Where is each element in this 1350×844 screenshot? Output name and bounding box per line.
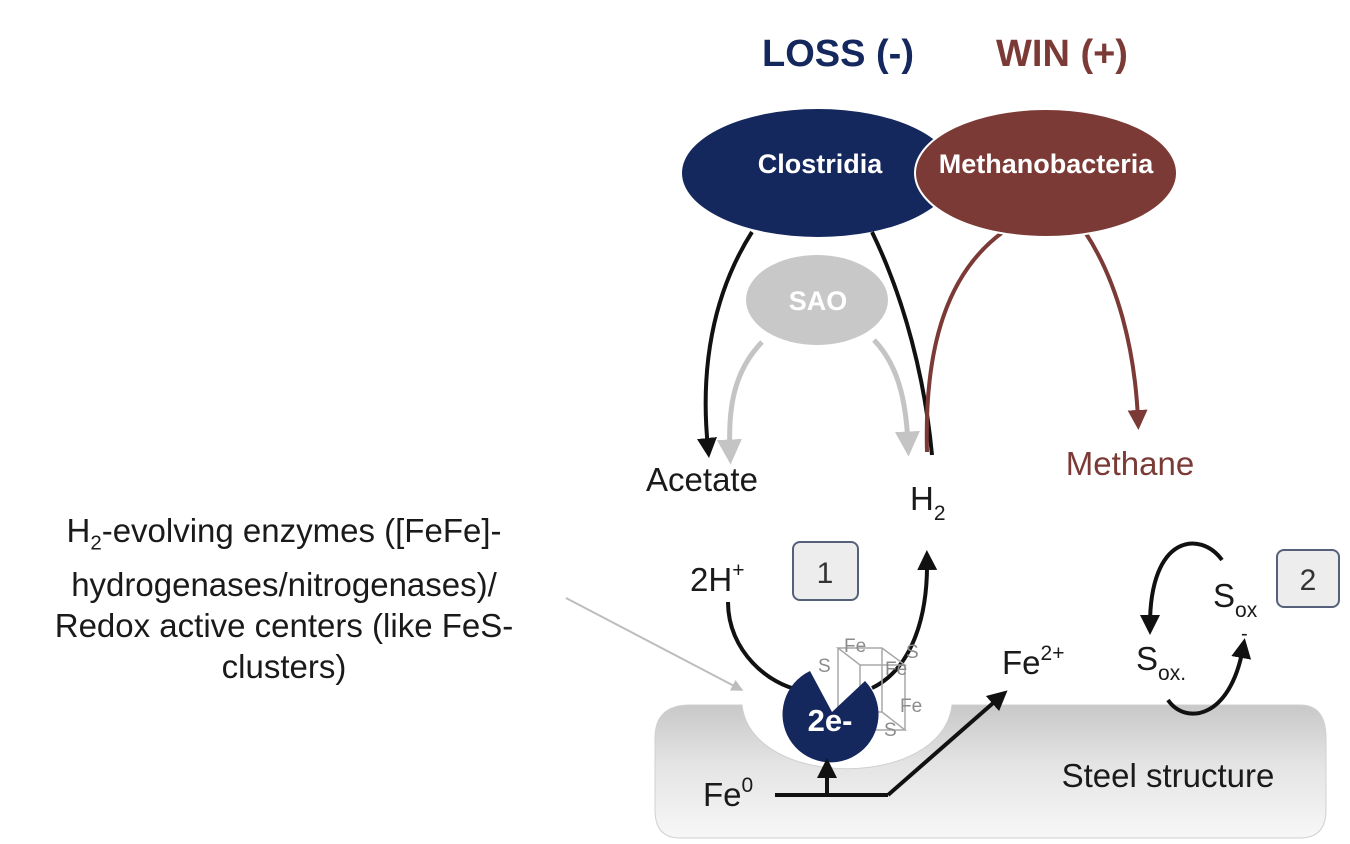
steel-label: Steel structure bbox=[1062, 757, 1275, 794]
step-box-2-label: 2 bbox=[1300, 564, 1317, 597]
cluster-atom: Fe bbox=[885, 659, 907, 680]
clostridia-ellipse bbox=[682, 109, 954, 237]
annotation-pointer bbox=[565, 597, 744, 691]
methane-label: Methane bbox=[1066, 445, 1194, 482]
enzyme-shape bbox=[782, 671, 879, 763]
sao-ellipse bbox=[746, 255, 888, 345]
clostridia-label: Clostridia bbox=[758, 149, 884, 179]
fe0-label: Fe0 bbox=[703, 774, 753, 813]
sao-label: SAO bbox=[789, 286, 848, 316]
step-box-1-label: 1 bbox=[817, 557, 834, 590]
sox-top-mark: - bbox=[1241, 623, 1248, 645]
sao-to-acetate-arrow bbox=[716, 340, 764, 465]
sao-to-h2-arrow bbox=[872, 338, 920, 457]
electrons-label: 2e- bbox=[808, 703, 853, 738]
methanobacteria-label: Methanobacteria bbox=[939, 149, 1155, 179]
side-annotation-line3: Redox active centers (like FeS- bbox=[54, 606, 514, 644]
cluster-atom: Fe bbox=[844, 636, 866, 657]
cluster-atom: Fe bbox=[900, 696, 922, 717]
cluster-atom: S bbox=[818, 656, 831, 677]
methanobacteria-to-methane-arrow bbox=[1083, 230, 1148, 430]
step-box-1 bbox=[792, 541, 859, 601]
h2-to-methanobacteria-line bbox=[924, 230, 1005, 453]
methanobacteria-ellipse bbox=[914, 108, 1178, 238]
side-annotation-line4: clusters) bbox=[221, 647, 347, 685]
clostridia-h2-link bbox=[870, 231, 934, 456]
fe2-label: Fe2+ bbox=[1002, 642, 1064, 681]
cluster-atom: S bbox=[884, 720, 897, 741]
sox-top-label: Sox bbox=[1213, 577, 1258, 622]
clostridia-to-acetate-arrow bbox=[697, 230, 754, 458]
fes-cluster-atoms: Fe S S Fe Fe S bbox=[818, 636, 922, 741]
steel-structure bbox=[654, 704, 1327, 839]
h2-label: H2 bbox=[910, 480, 946, 525]
step-box-2 bbox=[1276, 549, 1340, 608]
side-annotation-line1: H2-evolving enzymes ([FeFe]- bbox=[66, 512, 502, 555]
proton-label: 2H+ bbox=[690, 559, 744, 598]
sox-bottom-label: Sox. bbox=[1136, 640, 1186, 685]
sulfur-cycle-top-arrow bbox=[1140, 541, 1224, 635]
enzyme-to-h2-arrow bbox=[871, 550, 938, 690]
fe0-to-fe2-arrow bbox=[886, 690, 1008, 797]
side-annotation-line2: hydrogenases/nitrogenases)/ bbox=[71, 565, 497, 603]
loss-label: LOSS (-) bbox=[762, 33, 914, 75]
side-annotation: H2-evolving enzymes ([FeFe]- hydrogenase… bbox=[0, 510, 568, 687]
proton-to-enzyme-curve bbox=[726, 601, 801, 692]
cluster-atom: S bbox=[906, 642, 919, 663]
sulfur-cycle-bottom-arrow bbox=[1166, 638, 1252, 716]
acetate-label: Acetate bbox=[646, 461, 758, 498]
win-label: WIN (+) bbox=[996, 33, 1128, 75]
